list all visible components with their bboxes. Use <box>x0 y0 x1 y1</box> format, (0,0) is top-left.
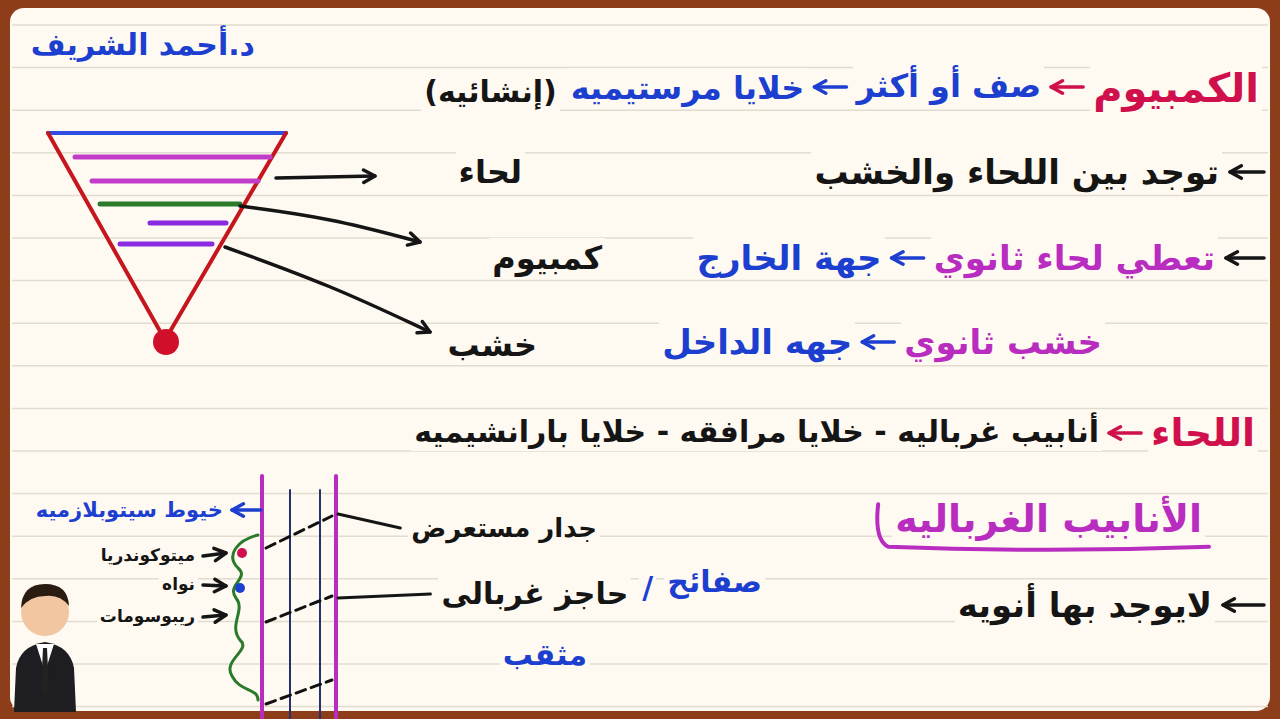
arrow-head <box>232 504 243 516</box>
note-text: صف أو أكثر <box>853 66 1044 106</box>
cell-wall-line <box>260 476 264 719</box>
arrow-head <box>214 610 226 622</box>
sieve-tube-figure <box>230 476 336 719</box>
ruled-line <box>12 706 1268 708</box>
note-text: خشب ثانوي <box>901 321 1105 364</box>
part-label: حاجز غربالى <box>438 575 631 613</box>
cambium-cone <box>48 133 286 355</box>
heading-term: اللحاء <box>1148 410 1258 458</box>
sieve-plate <box>266 596 332 622</box>
avatar-hair <box>21 584 69 608</box>
note-text: جهه الداخل <box>659 321 855 364</box>
cone-top-line <box>48 131 286 135</box>
ruled-line <box>12 365 1268 367</box>
phloem-layer <box>92 179 258 184</box>
arrow-shaft <box>225 247 430 332</box>
cone-side <box>48 133 165 340</box>
part-label: خشب <box>445 325 541 365</box>
arrow-head <box>892 252 903 264</box>
note-text: تعطي لحاء ثانوي <box>931 237 1218 280</box>
companion-cytoplasm <box>230 535 258 700</box>
arrow-head <box>1230 166 1241 178</box>
leader-line <box>338 514 400 528</box>
teacher-avatar <box>14 584 76 712</box>
ruled-line <box>12 493 1268 495</box>
phloem-layer <box>75 155 270 160</box>
note-text: أنابيب غرباليه - خلايا مرافقه - خلايا با… <box>411 413 1102 451</box>
membrane-line <box>289 490 291 719</box>
part-label: مثقب <box>500 636 590 674</box>
part-label: ريبوسومات <box>97 606 198 627</box>
paper-sheet <box>10 8 1270 711</box>
note-text: لايوجد بها أنويه <box>955 584 1215 627</box>
note-text: (إنشائيه) <box>421 73 559 111</box>
ruled-line <box>12 109 1268 111</box>
cambium-layer <box>100 202 240 207</box>
sieve-plate <box>266 516 332 548</box>
ruled-line <box>12 663 1268 665</box>
note-text: توجد بين اللحاء والخشب <box>811 151 1222 194</box>
avatar-tie <box>41 648 49 698</box>
author-watermark: د.أحمد الشريف <box>28 26 258 64</box>
note-text: جهة الخارج <box>693 237 884 280</box>
xylem-layer <box>150 221 226 226</box>
subheading: الأنابيب الغرباليه <box>892 496 1205 544</box>
organelle-dot <box>235 583 245 593</box>
avatar-suit <box>14 642 76 712</box>
part-label: جدار مستعرض <box>408 512 600 545</box>
cone-tip-dot <box>153 329 179 355</box>
leader-line <box>338 594 430 598</box>
part-label: نواه <box>159 574 198 595</box>
arrow-shaft <box>1223 603 1264 607</box>
arrow-shaft <box>240 206 420 242</box>
part-label: ميتوكوندريا <box>98 545 198 566</box>
part-label: كمبيوم <box>489 238 605 278</box>
cone-side <box>165 133 286 340</box>
sieve-plate <box>266 680 332 704</box>
part-label: خيوط سيتوبلازميه <box>33 497 226 523</box>
arrow-head <box>1226 252 1237 264</box>
organelle-dot <box>237 548 247 558</box>
arrow-head <box>862 336 873 348</box>
arrow-head <box>417 322 430 333</box>
xylem-layer <box>120 242 212 247</box>
arrow-head <box>214 579 226 591</box>
arrow-head <box>814 81 825 93</box>
arrow-head <box>214 548 226 560</box>
separator: / <box>639 569 656 607</box>
arrow-head <box>1223 599 1234 611</box>
part-label: لحاء <box>456 152 525 192</box>
arrow-head <box>1051 81 1062 93</box>
ruled-line <box>12 195 1268 197</box>
ruled-lines <box>12 25 1268 707</box>
arrow-head <box>363 170 375 182</box>
arrow-shaft <box>276 176 375 178</box>
part-label: صفائح <box>664 563 765 601</box>
arrow-head <box>407 233 420 245</box>
heading-term: الكمبيوم <box>1090 63 1262 113</box>
note-text: خلايا مرستيميه <box>568 68 808 108</box>
ruled-line <box>12 408 1268 410</box>
arrow-head <box>1109 427 1120 439</box>
